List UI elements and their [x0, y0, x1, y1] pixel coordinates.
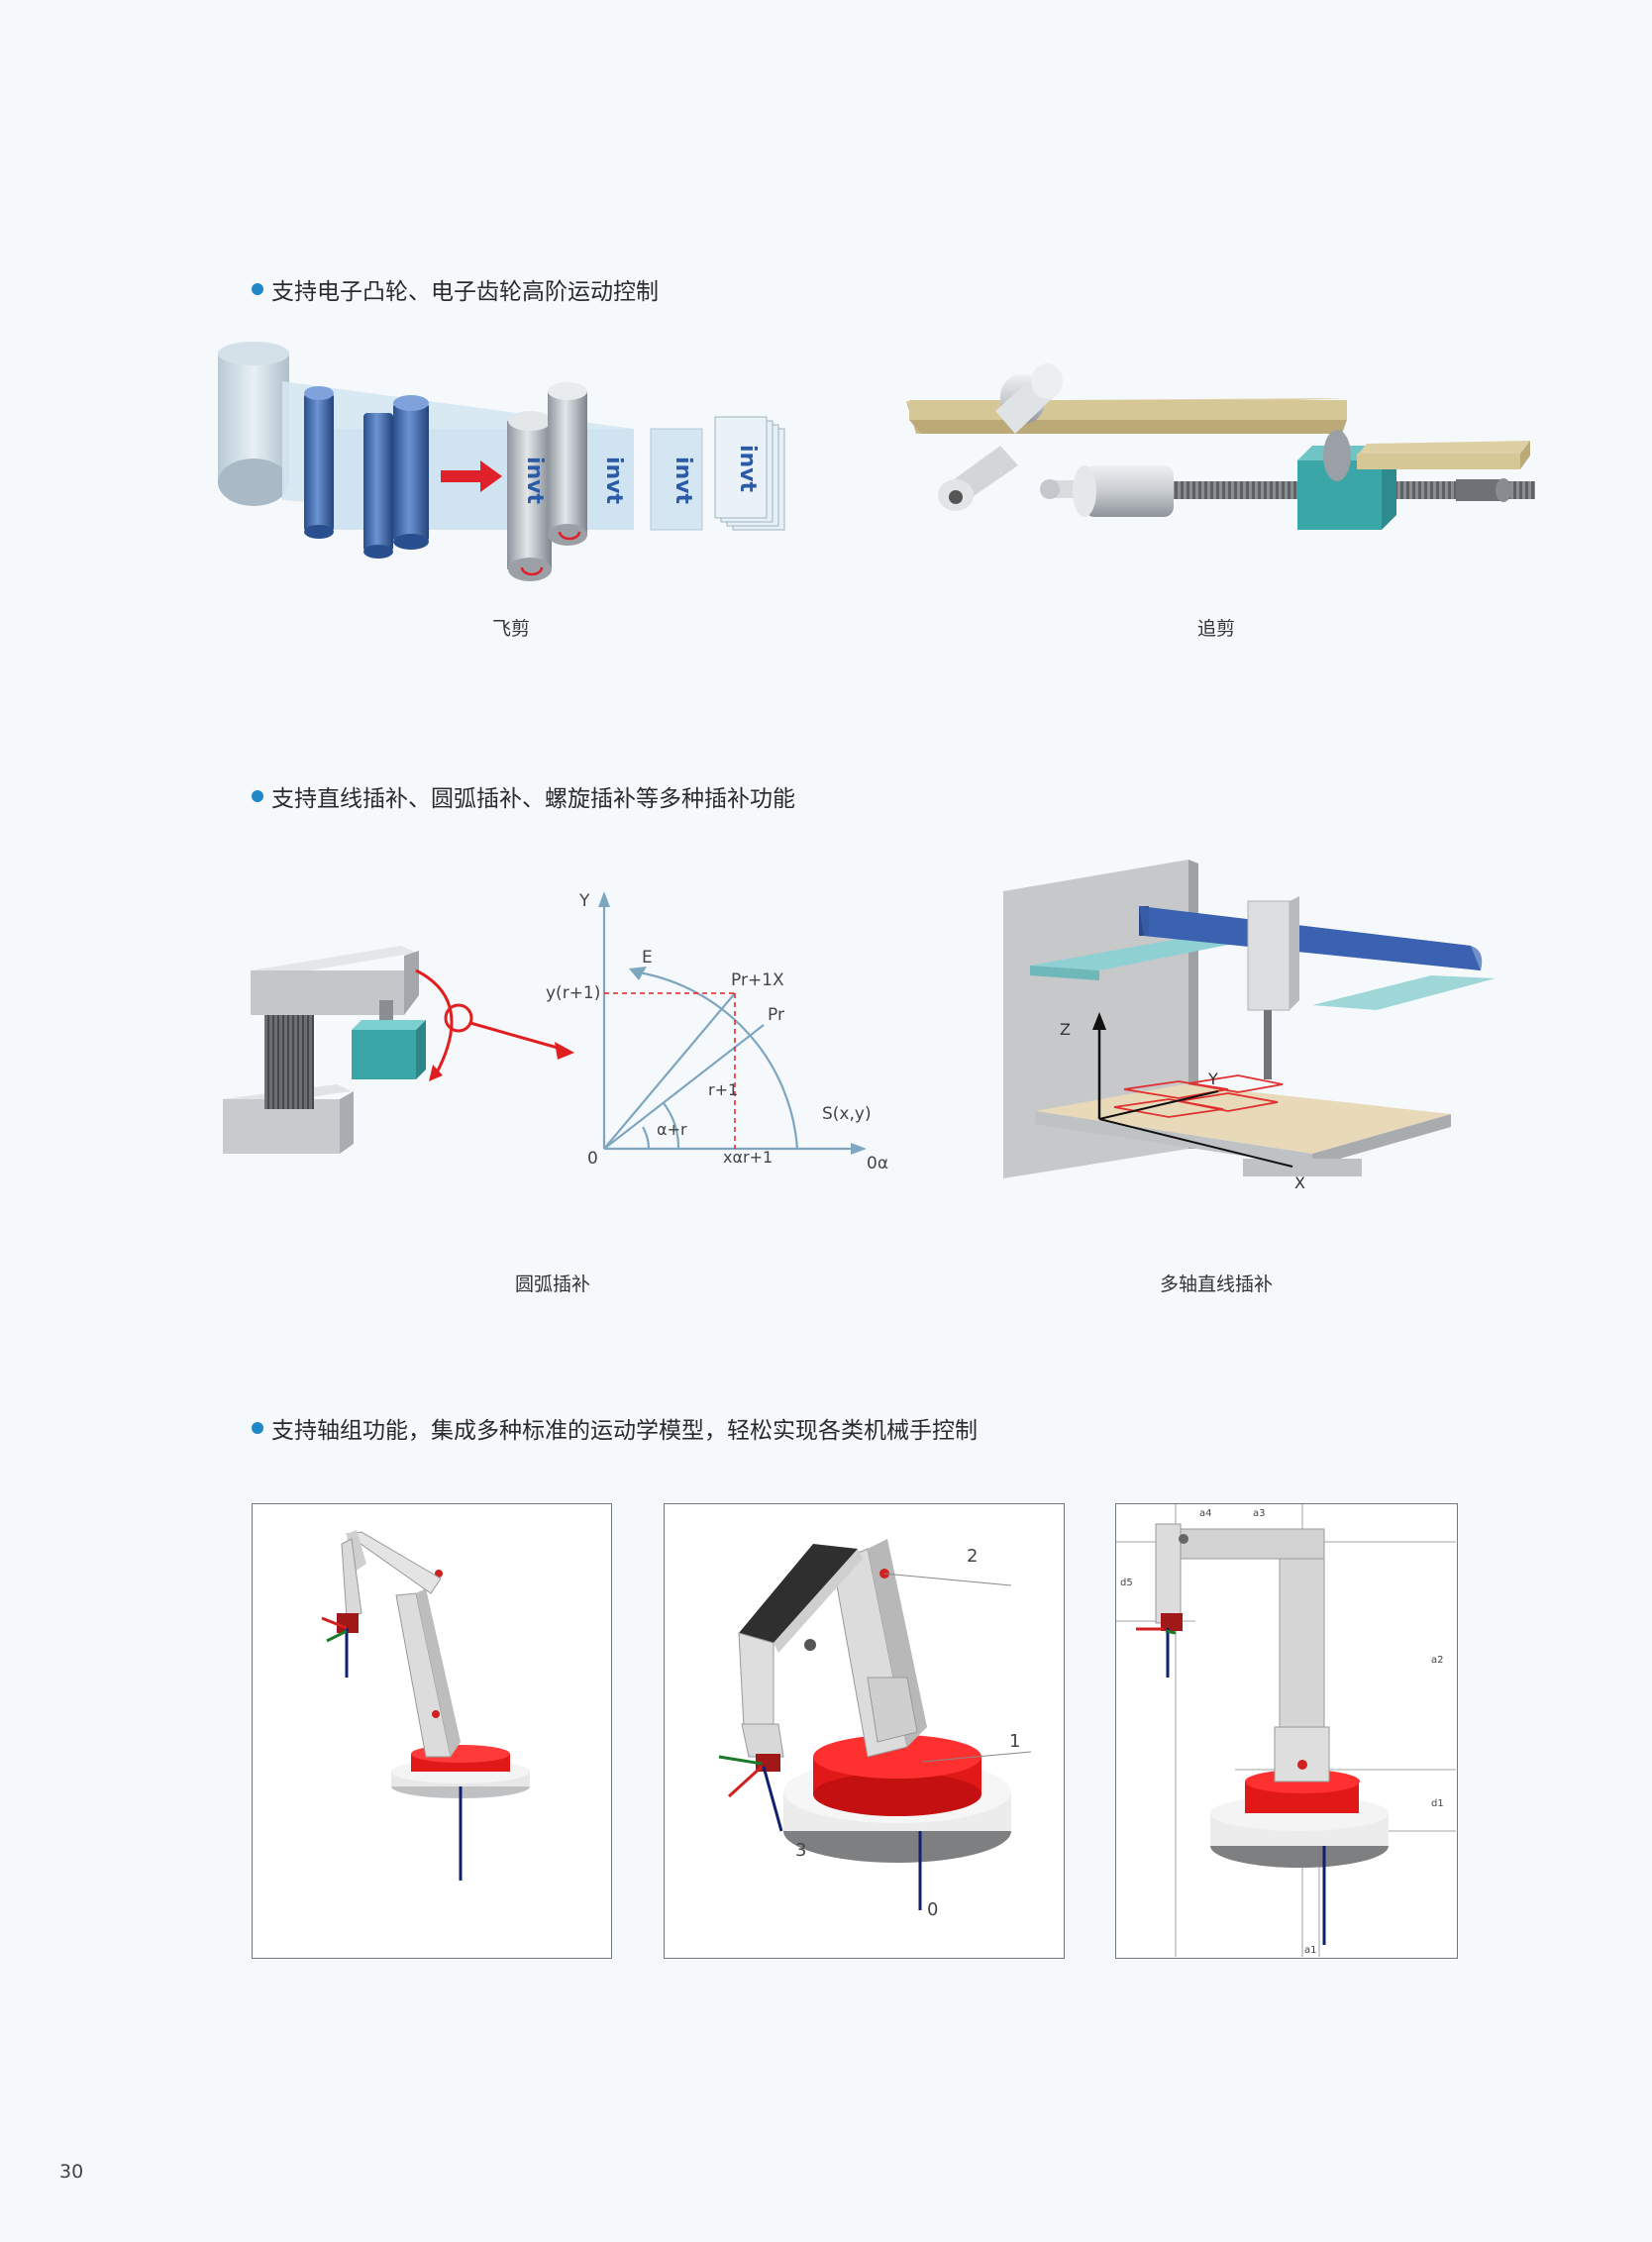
arc-interpolation-caption: 圆弧插补 — [514, 1274, 591, 1295]
robot-3-dim-d1: d1 — [1431, 1798, 1444, 1809]
robot-arm-2-illustration: 1 0 2 3 — [718, 1539, 1032, 1920]
diagram-alpha-label: α+r — [657, 1120, 687, 1139]
invt-mark-3: invt — [671, 457, 695, 505]
diagram-p-current-label: Pr — [768, 1005, 784, 1025]
flying-shear-caption: 飞剪 — [491, 618, 531, 640]
bullet-dot-icon — [252, 790, 263, 802]
bullet-dot-icon — [252, 1422, 263, 1434]
diagram-x-axis-label: 0α — [867, 1154, 888, 1173]
page-number: 30 — [59, 2161, 84, 2183]
robot-arm-3-illustration: a4 a3 a2 d5 d1 a1 — [1116, 1504, 1456, 1957]
robot-3-dim-d5: d5 — [1120, 1578, 1133, 1588]
robot-2-label-1: 1 — [1009, 1731, 1020, 1752]
gantry-y-axis-label: Y — [1207, 1070, 1218, 1088]
robot-2-label-2: 2 — [967, 1546, 978, 1567]
robot-3-dim-a4: a4 — [1199, 1508, 1212, 1519]
robot-panel-1 — [252, 1503, 612, 1959]
diagram-end-point-label: E — [642, 948, 653, 968]
robot-3-dim-a1: a1 — [1304, 1945, 1317, 1956]
robot-3-dim-a2: a2 — [1431, 1655, 1444, 1666]
robot-2-label-0: 0 — [927, 1899, 938, 1920]
diagram-origin-label: 0 — [587, 1149, 598, 1169]
robot-arm-1-illustration — [321, 1530, 530, 1881]
invt-mark-2: invt — [601, 457, 626, 505]
diagram-r-next-label: r+1 — [708, 1080, 738, 1099]
flying-shear-illustration: invt invt invt invt — [218, 342, 785, 581]
gantry-x-axis-label: X — [1294, 1173, 1305, 1192]
diagram-y-axis-label: Y — [578, 891, 590, 911]
multi-axis-caption: 多轴直线插补 — [1159, 1274, 1274, 1295]
diagram-p-next-label: Pr+1X — [731, 970, 784, 990]
multi-axis-gantry-illustration: Z Y X — [1003, 860, 1496, 1192]
chasing-shear-caption: 追剪 — [1196, 618, 1236, 640]
section-heading-interp: 支持直线插补、圆弧插补、螺旋插补等多种插补功能 — [252, 779, 795, 813]
robot-panel-2: 1 0 2 3 — [664, 1503, 1065, 1959]
diagram-y-next-label: y(r+1) — [546, 983, 600, 1003]
invt-mark-1: invt — [522, 457, 547, 505]
section-heading-robot: 支持轴组功能，集成多种标准的运动学模型，轻松实现各类机械手控制 — [252, 1411, 978, 1445]
diagram-start-point-label: S(x,y) — [822, 1104, 872, 1124]
gantry-z-axis-label: Z — [1060, 1020, 1071, 1039]
invt-mark-4: invt — [735, 445, 760, 493]
chasing-shear-illustration — [906, 363, 1535, 530]
robot-3-dim-a3: a3 — [1253, 1508, 1266, 1519]
robot-panel-3: a4 a3 a2 d5 d1 a1 — [1115, 1503, 1458, 1959]
arc-diagram — [602, 901, 857, 1151]
diagram-x-next-label: xαr+1 — [723, 1148, 773, 1167]
arc-interpolation-illustration: Y 0 0α E S(x,y) Pr+1X Pr y(r+1) xαr+1 r+… — [223, 891, 888, 1173]
section-heading-cam: 支持电子凸轮、电子齿轮高阶运动控制 — [252, 272, 659, 306]
robot-2-label-3: 3 — [795, 1840, 806, 1861]
bullet-dot-icon — [252, 283, 263, 295]
